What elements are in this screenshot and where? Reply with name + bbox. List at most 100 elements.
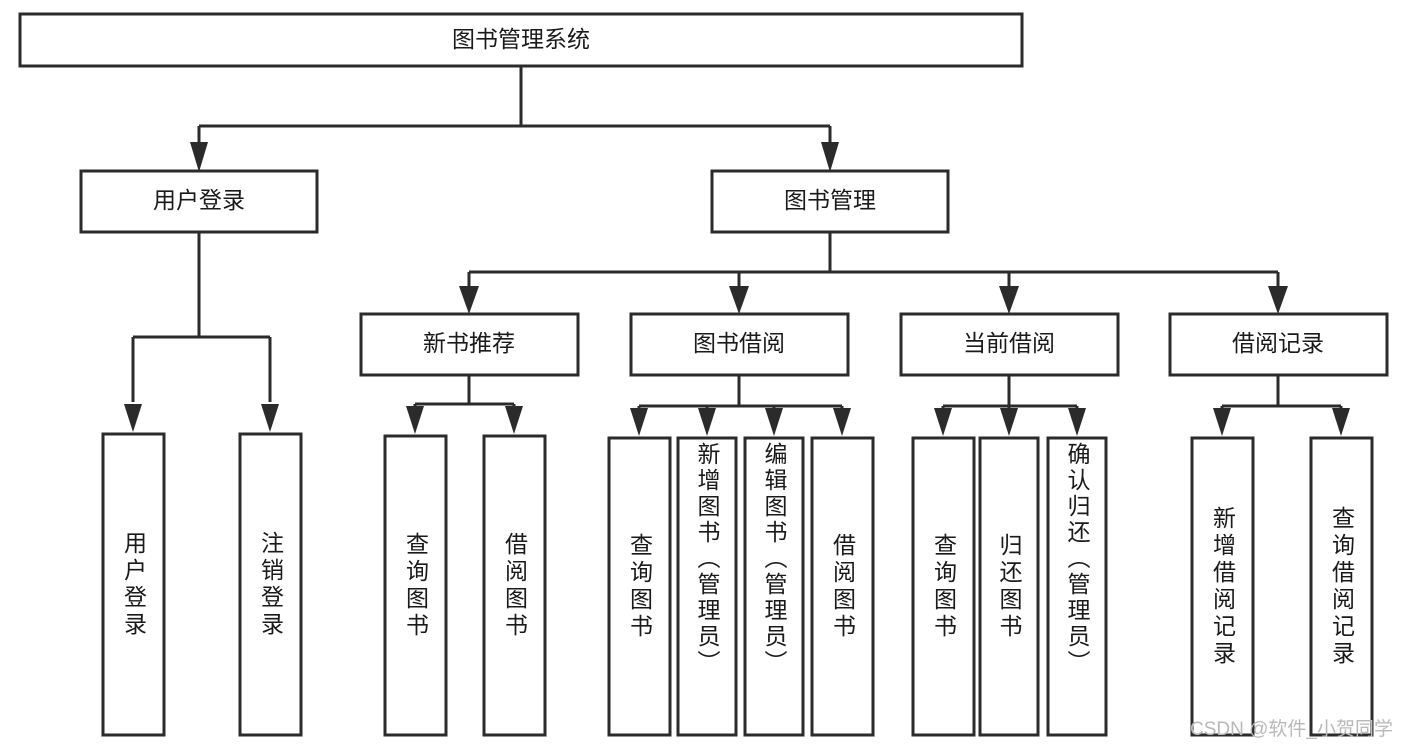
node-leaf-logout-label: 注销登录: [257, 530, 284, 639]
node-leaf-borrow-book-2-label-wrap: 借阅图书: [812, 438, 873, 735]
node-leaf-confirm-return-label: 确认归还（管理员）: [1064, 442, 1090, 676]
node-login-box[interactable]: [79, 169, 319, 234]
node-root-box[interactable]: [18, 12, 1024, 68]
arrow-bm-to-current-borrow: [999, 286, 1019, 314]
node-root-label: 图书管理系统: [452, 26, 590, 52]
arrow-br-to-add-record: [1213, 408, 1231, 436]
node-leaf-edit-book-label: 编辑图书（管理员）: [761, 442, 787, 676]
node-current-borrow[interactable]: 当前借阅: [899, 312, 1120, 377]
node-leaf-borrow-book-1[interactable]: [482, 434, 547, 737]
node-leaf-logout[interactable]: [238, 432, 303, 737]
node-book-borrow-label: 图书借阅: [693, 330, 785, 356]
arrow-nbr-to-query-book: [406, 406, 424, 434]
node-book-borrow-box[interactable]: [629, 312, 850, 377]
node-leaf-user-login-box[interactable]: [101, 432, 166, 737]
node-root[interactable]: 图书管理系统: [18, 12, 1024, 68]
node-login[interactable]: 用户登录: [79, 169, 319, 234]
node-leaf-user-login[interactable]: [101, 432, 166, 737]
arrow-bb-to-query-book: [630, 408, 648, 436]
node-leaf-borrow-book-2-label: 借阅图书: [829, 532, 856, 641]
node-leaf-add-book-label: 新增图书（管理员）: [694, 442, 720, 676]
node-leaf-edit-book-label-wrap: 编辑图书（管理员）: [745, 442, 803, 735]
node-leaf-edit-book-box[interactable]: [743, 436, 805, 737]
edge-borrow-record-to-bus: [1220, 375, 1343, 412]
node-leaf-query-book-2-box[interactable]: [607, 436, 672, 737]
node-leaf-query-book-1[interactable]: [383, 434, 448, 737]
node-leaf-query-book-1-label-wrap: 查询图书: [385, 436, 446, 735]
node-leaf-add-book-label-wrap: 新增图书（管理员）: [678, 442, 736, 735]
arrow-br-to-query-record: [1332, 408, 1350, 436]
node-leaf-add-record-label-wrap: 新增借阅记录: [1192, 438, 1253, 735]
node-book-manage[interactable]: 图书管理: [710, 169, 950, 234]
edge-new-book-rec-to-bus: [413, 375, 516, 412]
node-leaf-query-book-1-label: 查询图书: [402, 531, 429, 640]
node-leaf-logout-label-wrap: 注销登录: [240, 434, 301, 735]
node-leaf-borrow-book-1-box[interactable]: [482, 434, 547, 737]
arrow-cb-to-query-book: [934, 408, 952, 436]
node-leaf-add-book[interactable]: [676, 436, 738, 737]
node-current-borrow-label: 当前借阅: [963, 330, 1055, 356]
node-leaf-borrow-book-2[interactable]: [810, 436, 875, 737]
node-leaf-query-book-3-label: 查询图书: [930, 532, 957, 641]
arrow-bm-to-new-book-rec: [459, 286, 479, 314]
node-leaf-query-book-1-box[interactable]: [383, 434, 448, 737]
node-new-book-rec[interactable]: 新书推荐: [359, 312, 580, 377]
node-leaf-confirm-return-label-wrap: 确认归还（管理员）: [1048, 442, 1106, 735]
node-leaf-query-book-3[interactable]: [911, 436, 976, 737]
edge-current-borrow-to-bus: [941, 375, 1079, 412]
node-leaf-return-book-box[interactable]: [978, 436, 1040, 737]
arrow-login-to-user-login: [124, 404, 142, 432]
node-leaf-query-book-2[interactable]: [607, 436, 672, 737]
node-leaf-add-record-box[interactable]: [1190, 436, 1255, 737]
node-book-borrow[interactable]: 图书借阅: [629, 312, 850, 377]
node-login-label: 用户登录: [153, 187, 245, 213]
node-leaf-edit-book[interactable]: [743, 436, 805, 737]
node-leaf-query-record-label-wrap: 查询借阅记录: [1311, 438, 1372, 735]
arrow-bb-to-add-book: [698, 408, 716, 436]
node-leaf-add-record[interactable]: [1190, 436, 1255, 737]
node-leaf-query-book-3-label-wrap: 查询图书: [913, 438, 974, 735]
edge-book-manage-to-bus: [467, 232, 1280, 288]
node-new-book-rec-box[interactable]: [359, 312, 580, 377]
edge-login-to-bus: [131, 232, 272, 402]
node-leaf-confirm-return[interactable]: [1046, 436, 1108, 737]
arrow-root-to-login: [190, 142, 208, 172]
node-leaf-user-login-label: 用户登录: [120, 530, 147, 639]
arrow-bb-to-borrow-book: [833, 408, 851, 436]
node-leaf-borrow-book-1-label-wrap: 借阅图书: [484, 436, 545, 735]
edge-root-to-bus: [197, 66, 832, 158]
node-leaf-confirm-return-box[interactable]: [1046, 436, 1108, 737]
node-leaf-query-book-2-label-wrap: 查询图书: [609, 438, 670, 735]
arrow-root-to-book-manage: [821, 142, 839, 172]
node-leaf-query-record-label: 查询借阅记录: [1328, 505, 1355, 668]
node-borrow-record-label: 借阅记录: [1232, 330, 1324, 356]
node-book-manage-box[interactable]: [710, 169, 950, 234]
node-leaf-borrow-book-2-box[interactable]: [810, 436, 875, 737]
arrow-cb-to-return-book: [1000, 408, 1018, 436]
node-leaf-user-login-label-wrap: 用户登录: [103, 434, 164, 735]
node-leaf-add-record-label: 新增借阅记录: [1209, 505, 1236, 668]
node-leaf-query-record[interactable]: [1309, 436, 1374, 737]
node-leaf-return-book-label: 归还图书: [996, 532, 1022, 641]
node-leaf-query-book-3-box[interactable]: [911, 436, 976, 737]
node-borrow-record-box[interactable]: [1168, 312, 1389, 377]
node-borrow-record[interactable]: 借阅记录: [1168, 312, 1389, 377]
node-leaf-add-book-box[interactable]: [676, 436, 738, 737]
node-leaf-return-book[interactable]: [978, 436, 1040, 737]
node-leaf-logout-box[interactable]: [238, 432, 303, 737]
edge-book-borrow-to-bus: [637, 375, 844, 412]
node-leaf-query-book-2-label: 查询图书: [626, 532, 653, 641]
arrow-login-to-logout: [261, 404, 279, 432]
arrow-cb-to-confirm-return: [1068, 408, 1086, 436]
node-leaf-return-book-label-wrap: 归还图书: [980, 438, 1038, 735]
node-leaf-query-record-box[interactable]: [1309, 436, 1374, 737]
arrow-nbr-to-borrow-book: [505, 406, 523, 434]
arrow-bm-to-borrow-record: [1268, 286, 1288, 314]
node-current-borrow-box[interactable]: [899, 312, 1120, 377]
node-new-book-rec-label: 新书推荐: [423, 330, 515, 356]
connector-layer: [124, 66, 1350, 436]
node-leaf-borrow-book-1-label: 借阅图书: [501, 531, 528, 640]
node-book-manage-label: 图书管理: [784, 187, 876, 213]
